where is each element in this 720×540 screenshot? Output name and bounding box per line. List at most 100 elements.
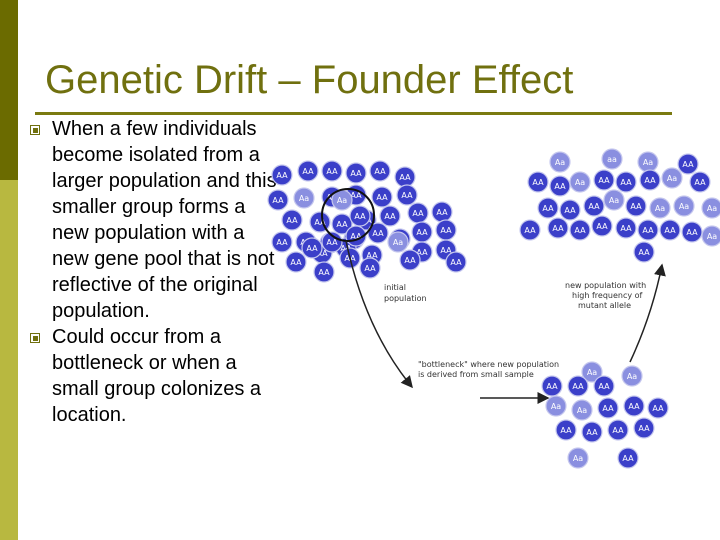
allele-label: AA (560, 426, 572, 435)
allele-ball: AA (567, 375, 589, 397)
allele-ball-circle (387, 231, 409, 253)
new-population-label-line2: high frequency of (572, 291, 643, 300)
allele-ball: Aa (581, 361, 603, 383)
allele-ball: aa (601, 148, 623, 170)
allele-ball: Aa (387, 231, 409, 253)
allele-label: AA (638, 248, 650, 257)
allele-ball-circle (593, 169, 615, 191)
allele-label: AA (306, 244, 318, 253)
allele-ball: AA (281, 209, 303, 231)
allele-ball-circle (649, 197, 671, 219)
allele-ball-circle (549, 151, 571, 173)
allele-label: Aa (555, 158, 565, 167)
allele-ball: AA (549, 175, 571, 197)
allele-ball-circle (549, 175, 571, 197)
allele-ball-circle (313, 261, 335, 283)
allele-label: Aa (655, 204, 665, 213)
allele-label: AA (286, 216, 298, 225)
allele-ball: AA (321, 231, 343, 253)
allele-ball: AA (285, 251, 307, 273)
allele-label: AA (598, 176, 610, 185)
allele-ball-circle (359, 257, 381, 279)
allele-ball: Aa (603, 189, 625, 211)
allele-ball-circle (297, 160, 319, 182)
allele-ball: AA (541, 375, 563, 397)
bullet-item: Could occur from a bottleneck or when a … (30, 324, 280, 428)
allele-label: AA (302, 167, 314, 176)
allele-ball-circle (321, 231, 343, 253)
bullet-list: When a few individuals become isolated f… (30, 116, 280, 428)
allele-ball-circle (571, 399, 593, 421)
allele-ball-circle (527, 171, 549, 193)
allele-label: Aa (643, 158, 653, 167)
allele-ball: Aa (637, 151, 659, 173)
allele-ball-circle (379, 205, 401, 227)
allele-ball-circle (349, 205, 371, 227)
allele-label: AA (416, 228, 428, 237)
allele-label: AA (524, 226, 536, 235)
allele-ball: AA (637, 219, 659, 241)
allele-ball: AA (371, 186, 393, 208)
allele-ball-circle (519, 219, 541, 241)
arrow-to-bottleneck (345, 240, 413, 389)
allele-label: Aa (707, 204, 717, 213)
bullet-text: Could occur from a bottleneck or when a … (52, 326, 261, 426)
allele-ball-circle (701, 197, 720, 219)
new-population-label-line1: new population with (565, 281, 646, 290)
allele-label: Aa (627, 372, 637, 381)
allele-label: AA (404, 256, 416, 265)
allele-label: Aa (679, 202, 689, 211)
allele-ball-circle (615, 171, 637, 193)
allele-ball: Aa (673, 195, 695, 217)
allele-ball-circle (559, 199, 581, 221)
allele-label: AA (450, 258, 462, 267)
allele-ball: AA (597, 397, 619, 419)
sidebar-light-band (0, 180, 18, 540)
allele-label: Aa (393, 238, 403, 247)
allele-ball: Aa (649, 197, 671, 219)
allele-ball-circle (661, 167, 683, 189)
allele-ball-circle (625, 195, 647, 217)
allele-ball: Aa (701, 225, 720, 247)
allele-ball-circle (603, 189, 625, 211)
allele-label: AA (440, 246, 452, 255)
allele-label: Aa (577, 406, 587, 415)
allele-ball-circle (567, 447, 589, 469)
allele-label: Aa (587, 368, 597, 377)
allele-label: AA (318, 268, 330, 277)
allele-label: AA (326, 167, 338, 176)
allele-label: AA (652, 404, 664, 413)
allele-label: AA (620, 178, 632, 187)
allele-ball-circle (621, 365, 643, 387)
allele-label: AA (376, 193, 388, 202)
allele-ball: AA (369, 160, 391, 182)
allele-ball: AA (593, 375, 615, 397)
allele-label: AA (588, 202, 600, 211)
allele-label: AA (374, 167, 386, 176)
bullet-square-icon (30, 125, 40, 135)
allele-label: AA (412, 209, 424, 218)
bottleneck-label-line1: "bottleneck" where new population (418, 360, 559, 369)
allele-ball: AA (633, 417, 655, 439)
allele-label: AA (552, 224, 564, 233)
allele-label: AA (354, 212, 366, 221)
allele-ball-circle (647, 397, 669, 419)
allele-ball: AA (349, 205, 371, 227)
allele-label: AA (336, 220, 348, 229)
founder-selection-circle (321, 188, 375, 242)
allele-ball: AA (625, 195, 647, 217)
bullet-square-icon (30, 333, 40, 343)
allele-label: AA (644, 176, 656, 185)
allele-label: AA (612, 426, 624, 435)
allele-ball: AA (301, 237, 323, 259)
allele-ball: AA (593, 169, 615, 191)
allele-ball: Aa (567, 447, 589, 469)
allele-ball: AA (569, 219, 591, 241)
allele-label: AA (642, 226, 654, 235)
allele-ball: AA (617, 447, 639, 469)
allele-ball: AA (396, 184, 418, 206)
allele-label: AA (384, 212, 396, 221)
allele-ball-circle (271, 164, 293, 186)
